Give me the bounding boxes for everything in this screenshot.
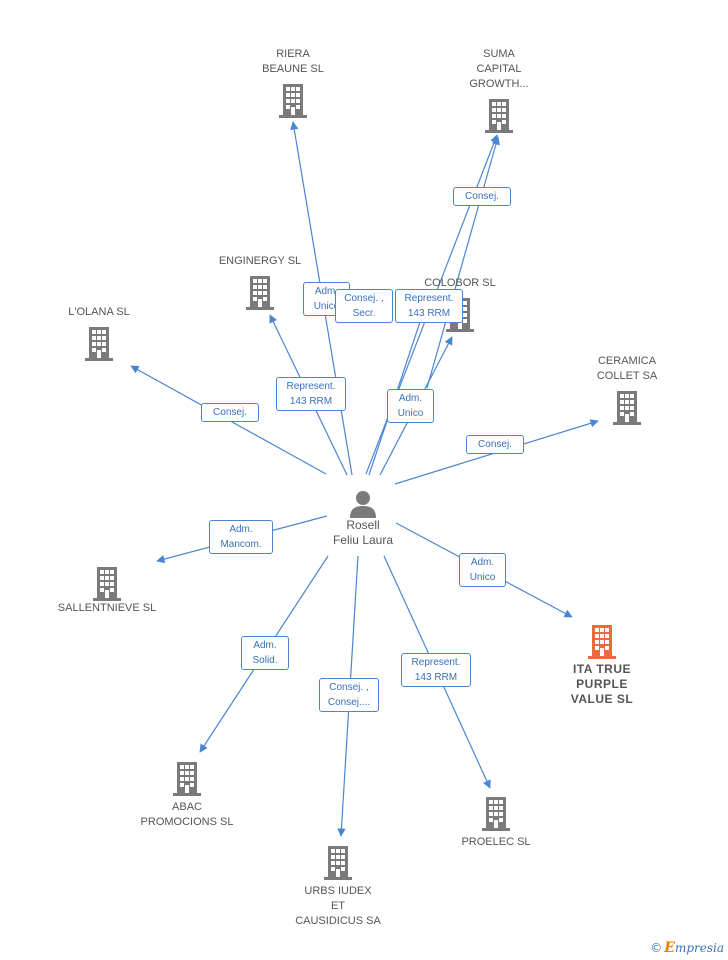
building-icon-highlight xyxy=(587,623,617,659)
building-icon xyxy=(323,844,353,880)
building-icon xyxy=(84,325,114,361)
building-icon xyxy=(278,82,308,118)
relation-label[interactable]: Consej. xyxy=(466,435,524,454)
brand-logo-letter: E xyxy=(664,940,675,956)
brand-footer: ©Empresia xyxy=(650,940,724,956)
building-icon xyxy=(92,565,122,601)
building-icon xyxy=(484,97,514,133)
company-node-urbs[interactable]: URBS IUDEX ET CAUSIDICUS SA xyxy=(283,844,393,929)
company-node-riera[interactable]: RIERA BEAUNE SL xyxy=(243,47,343,118)
company-node-colobor[interactable]: COLOBOR SL xyxy=(410,276,510,332)
company-name: ABAC PROMOCIONS SL xyxy=(140,801,234,828)
company-node-suma[interactable]: SUMA CAPITAL GROWTH... xyxy=(449,47,549,133)
company-name: RIERA BEAUNE SL xyxy=(262,48,324,75)
company-node-ita[interactable]: ITA TRUE PURPLE VALUE SL xyxy=(552,623,652,707)
company-node-ceramica[interactable]: CERAMICA COLLET SA xyxy=(577,354,677,425)
building-icon xyxy=(481,795,511,831)
building-icon xyxy=(172,760,202,796)
company-name: CERAMICA COLLET SA xyxy=(596,355,658,382)
company-node-proelec[interactable]: PROELEC SL xyxy=(446,795,546,850)
relation-label[interactable]: Adm. Unico xyxy=(459,553,506,587)
company-name: COLOBOR SL xyxy=(424,277,496,289)
relation-label[interactable]: Adm. Unico xyxy=(387,389,434,423)
relation-label[interactable]: Adm. Mancom. xyxy=(209,520,273,554)
building-icon xyxy=(612,389,642,425)
company-node-enginergy[interactable]: ENGINERGY SL xyxy=(205,254,315,310)
company-name: L'OLANA SL xyxy=(68,306,130,318)
company-name: SUMA CAPITAL GROWTH... xyxy=(469,48,529,90)
relation-label[interactable]: Adm. Solid. xyxy=(241,636,289,670)
relation-label[interactable]: Consej. , Secr. xyxy=(335,289,393,323)
company-name: SALLENTNIEVE SL xyxy=(57,602,157,614)
company-name: PROELEC SL xyxy=(461,836,531,848)
relation-label[interactable]: Represent. 143 RRM xyxy=(395,289,463,323)
company-name: URBS IUDEX ET CAUSIDICUS SA xyxy=(295,885,381,927)
company-node-sallent[interactable]: SALLENTNIEVE SL xyxy=(47,565,167,616)
building-icon xyxy=(245,274,275,310)
company-node-lolana[interactable]: L'OLANA SL xyxy=(49,305,149,361)
edge-suma-b xyxy=(426,136,500,389)
relation-label[interactable]: Consej. xyxy=(453,187,511,206)
person-icon xyxy=(350,491,376,518)
relation-label[interactable]: Represent. 143 RRM xyxy=(276,377,346,411)
relation-label[interactable]: Consej. xyxy=(201,403,259,422)
relation-label[interactable]: Consej. , Consej.... xyxy=(319,678,379,712)
brand-logo-text: mpresia xyxy=(674,941,724,955)
company-node-abac[interactable]: ABAC PROMOCIONS SL xyxy=(132,760,242,830)
relation-label[interactable]: Represent. 143 RRM xyxy=(401,653,471,687)
company-name: ITA TRUE PURPLE VALUE SL xyxy=(570,662,634,706)
edges-layer xyxy=(130,121,599,837)
company-name: ENGINERGY SL xyxy=(218,255,302,267)
person-name: Rosell Feliu Laura xyxy=(332,518,394,547)
person-node[interactable]: Rosell Feliu Laura xyxy=(318,490,408,548)
copyright-symbol: © xyxy=(650,941,663,955)
